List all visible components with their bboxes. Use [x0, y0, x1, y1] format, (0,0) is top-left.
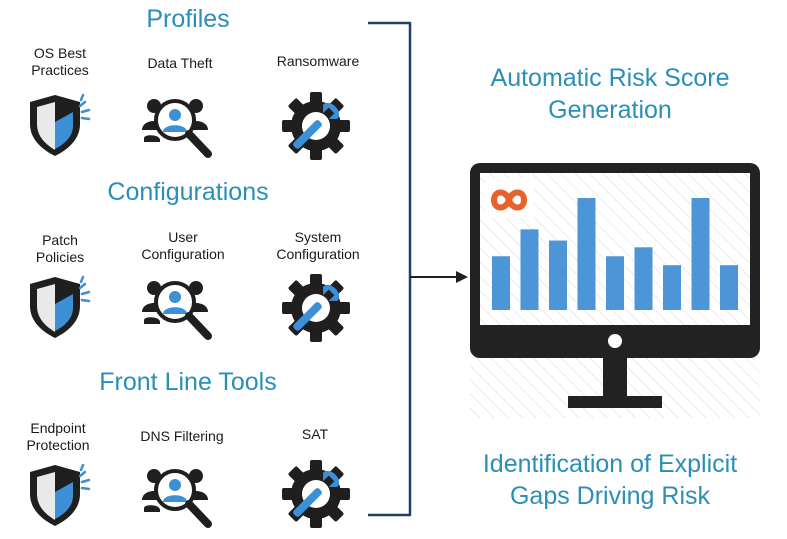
chart-bar [520, 229, 539, 310]
identification-gaps-text: Identification of Explicit Gaps Driving … [482, 450, 738, 510]
item-label-data-theft: Data Theft [147, 55, 213, 71]
section-title-front-line-tools: Front Line Tools [99, 368, 277, 396]
shield-icon [25, 92, 95, 160]
chart-bar [663, 265, 681, 310]
gear-wrench-icon [280, 458, 352, 530]
monitor-power-button [608, 334, 622, 348]
item-label-patch-policies: Patch Policies [35, 232, 85, 265]
monitor [470, 163, 760, 418]
gear-wrench-icon [280, 272, 352, 344]
shield-icon [25, 274, 95, 342]
monitor-base [568, 396, 662, 408]
item-label-system-configuration: System Configuration [276, 229, 360, 262]
user-search-icon [140, 460, 220, 530]
section-title-profiles: Profiles [146, 5, 230, 33]
infinity-logo-icon [485, 178, 533, 218]
item-label-user-configuration: User Configuration [141, 229, 225, 262]
chart-bar [691, 198, 710, 310]
chart-bar [606, 256, 624, 310]
gear-wrench-icon [280, 90, 352, 162]
monitor-stand [603, 358, 627, 398]
item-label-dns-filtering: DNS Filtering [140, 428, 224, 444]
chart-bar [549, 240, 567, 310]
item-label-sat: SAT [301, 426, 329, 442]
user-search-icon [140, 272, 220, 342]
user-search-icon [140, 90, 220, 160]
bracket-arrow [368, 21, 468, 517]
section-title-configurations: Configurations [107, 178, 269, 206]
shield-icon [25, 462, 95, 530]
chart-bar [577, 198, 596, 310]
automatic-risk-score-text: Automatic Risk Score Generation [490, 64, 730, 124]
item-label-os-best-practices: OS Best Practices [31, 45, 89, 78]
chart-bar [720, 265, 738, 310]
chart-bar [492, 256, 510, 310]
chart-bar [634, 247, 653, 310]
item-label-ransomware: Ransomware [276, 53, 360, 69]
bar-chart [492, 198, 738, 310]
item-label-endpoint-protection: Endpoint Protection [26, 420, 90, 453]
